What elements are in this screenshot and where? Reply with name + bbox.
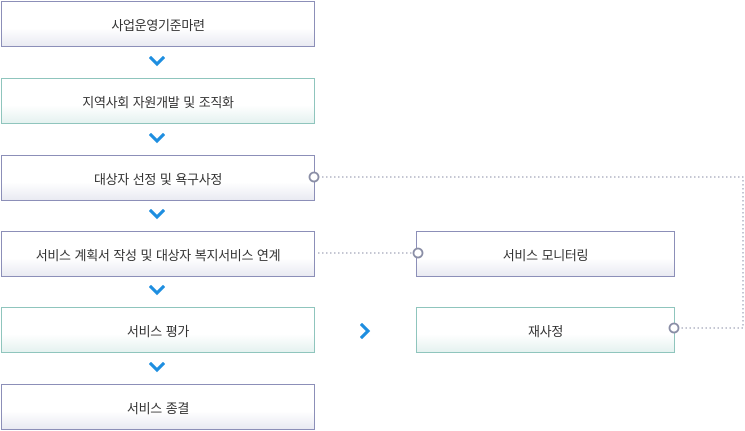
connector-node — [668, 322, 680, 334]
reassessment-connector — [318, 176, 744, 329]
step-1-label: 사업운영기준마련 — [111, 18, 205, 34]
step-2-box: 지역사회 자원개발 및 조직화 — [1, 78, 315, 124]
connector-node — [412, 247, 424, 259]
step-4-label: 서비스 계획서 작성 및 대상자 복지서비스 연계 — [35, 248, 281, 264]
down-chevron-icon — [149, 285, 165, 296]
step-1-box: 사업운영기준마련 — [1, 1, 315, 47]
down-chevron-icon — [149, 133, 165, 144]
down-chevron-icon — [149, 362, 165, 373]
step-6-box: 서비스 종결 — [1, 384, 315, 430]
down-chevron-icon — [149, 56, 165, 67]
reassessment-label: 재사정 — [528, 324, 563, 340]
reassessment-box: 재사정 — [416, 307, 675, 353]
step-3-label: 대상자 선정 및 욕구사정 — [93, 172, 223, 188]
right-chevron-icon — [360, 323, 371, 339]
step-5-box: 서비스 평가 — [1, 307, 315, 353]
monitoring-box: 서비스 모니터링 — [416, 231, 675, 277]
monitoring-label: 서비스 모니터링 — [502, 248, 589, 264]
step-2-label: 지역사회 자원개발 및 조직화 — [82, 95, 234, 111]
step-3-box: 대상자 선정 및 욕구사정 — [1, 155, 315, 201]
step-5-label: 서비스 평가 — [126, 324, 190, 340]
connector-node — [308, 171, 320, 183]
step-4-box: 서비스 계획서 작성 및 대상자 복지서비스 연계 — [1, 231, 315, 277]
step-6-label: 서비스 종결 — [126, 401, 190, 417]
down-chevron-icon — [149, 209, 165, 220]
